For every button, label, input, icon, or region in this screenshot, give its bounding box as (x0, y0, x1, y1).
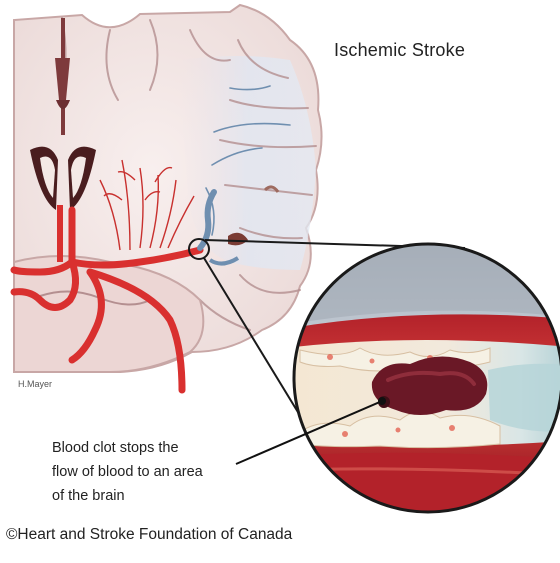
diagram-title: Ischemic Stroke (334, 40, 465, 61)
caption-line: of the brain (52, 484, 262, 508)
magnified-vessel-lens (280, 240, 560, 530)
brain-section (14, 5, 322, 390)
caption-line: flow of blood to an area (52, 460, 262, 484)
clot-pointer-dot (378, 397, 386, 405)
copyright-notice: ©Heart and Stroke Foundation of Canada (6, 526, 292, 544)
caption-line: Blood clot stops the (52, 436, 262, 460)
clot-caption: Blood clot stops the flow of blood to an… (52, 436, 262, 508)
artist-signature: H.Mayer (18, 379, 52, 389)
